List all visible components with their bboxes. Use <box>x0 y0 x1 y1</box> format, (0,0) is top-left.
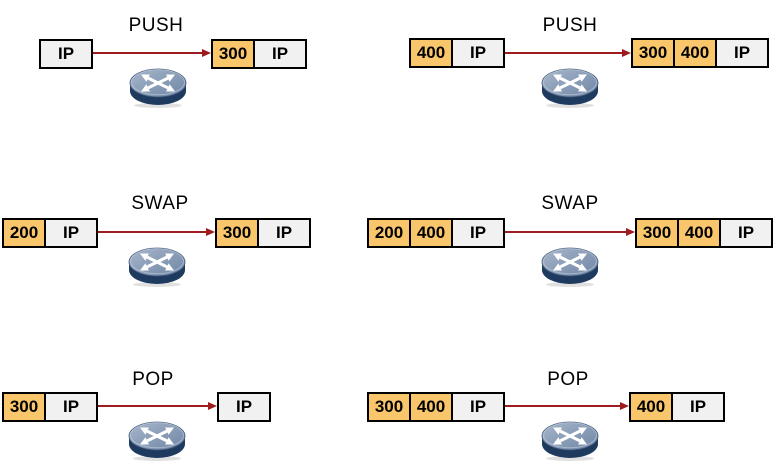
flow-arrow <box>505 402 629 410</box>
packet-after: 300 400 IP <box>631 38 769 68</box>
flow-arrow <box>93 49 211 57</box>
ip-cell: IP <box>219 394 269 420</box>
mpls-label-cell: 300 <box>4 394 44 420</box>
ip-cell: IP <box>259 220 309 246</box>
mpls-label-cell: 300 <box>633 40 673 66</box>
router-icon <box>128 244 186 288</box>
packet-before: 300 IP <box>2 392 98 422</box>
ip-cell: IP <box>721 220 771 246</box>
ip-cell: IP <box>46 394 96 420</box>
packet-before: 300 400 IP <box>367 392 505 422</box>
packet-after: IP <box>217 392 271 422</box>
packet-after: 300 400 IP <box>635 218 773 248</box>
packet-before: IP <box>39 39 93 69</box>
mpls-label-cell: 400 <box>675 40 715 66</box>
ip-cell: IP <box>453 220 503 246</box>
mpls-label-cell: 300 <box>213 41 253 67</box>
operation-label: PUSH <box>542 15 598 36</box>
packet-before: 200 IP <box>2 218 98 248</box>
mpls-label-cell: 400 <box>411 394 451 420</box>
mpls-label-cell: 200 <box>4 220 44 246</box>
packet-before: 200 400 IP <box>367 218 505 248</box>
packet-after: 400 IP <box>629 392 725 422</box>
operation-label: POP <box>132 369 174 390</box>
ip-cell: IP <box>453 40 503 66</box>
packet-before: 400 IP <box>409 38 505 68</box>
flow-arrow <box>98 402 217 410</box>
ip-cell: IP <box>453 394 503 420</box>
packet-after: 300 IP <box>211 39 307 69</box>
ip-cell: IP <box>41 41 91 67</box>
mpls-label-cell: 300 <box>217 220 257 246</box>
ip-cell: IP <box>717 40 767 66</box>
mpls-label-cell: 300 <box>637 220 677 246</box>
operation-label: SWAP <box>131 193 189 214</box>
flow-arrow <box>505 49 631 57</box>
mpls-label-cell: 400 <box>411 40 451 66</box>
ip-cell: IP <box>673 394 723 420</box>
router-icon <box>541 65 599 109</box>
router-icon <box>541 418 599 462</box>
mpls-label-cell: 300 <box>369 394 409 420</box>
mpls-label-cell: 400 <box>411 220 451 246</box>
operation-label: PUSH <box>128 15 184 36</box>
router-icon <box>128 418 186 462</box>
mpls-label-cell: 400 <box>631 394 671 420</box>
operation-label: SWAP <box>541 193 599 214</box>
router-icon <box>129 65 187 109</box>
flow-arrow <box>98 228 215 236</box>
ip-cell: IP <box>46 220 96 246</box>
flow-arrow <box>505 228 635 236</box>
packet-after: 300 IP <box>215 218 311 248</box>
mpls-label-cell: 400 <box>679 220 719 246</box>
mpls-label-cell: 200 <box>369 220 409 246</box>
router-icon <box>541 244 599 288</box>
ip-cell: IP <box>255 41 305 67</box>
operation-label: POP <box>547 369 589 390</box>
